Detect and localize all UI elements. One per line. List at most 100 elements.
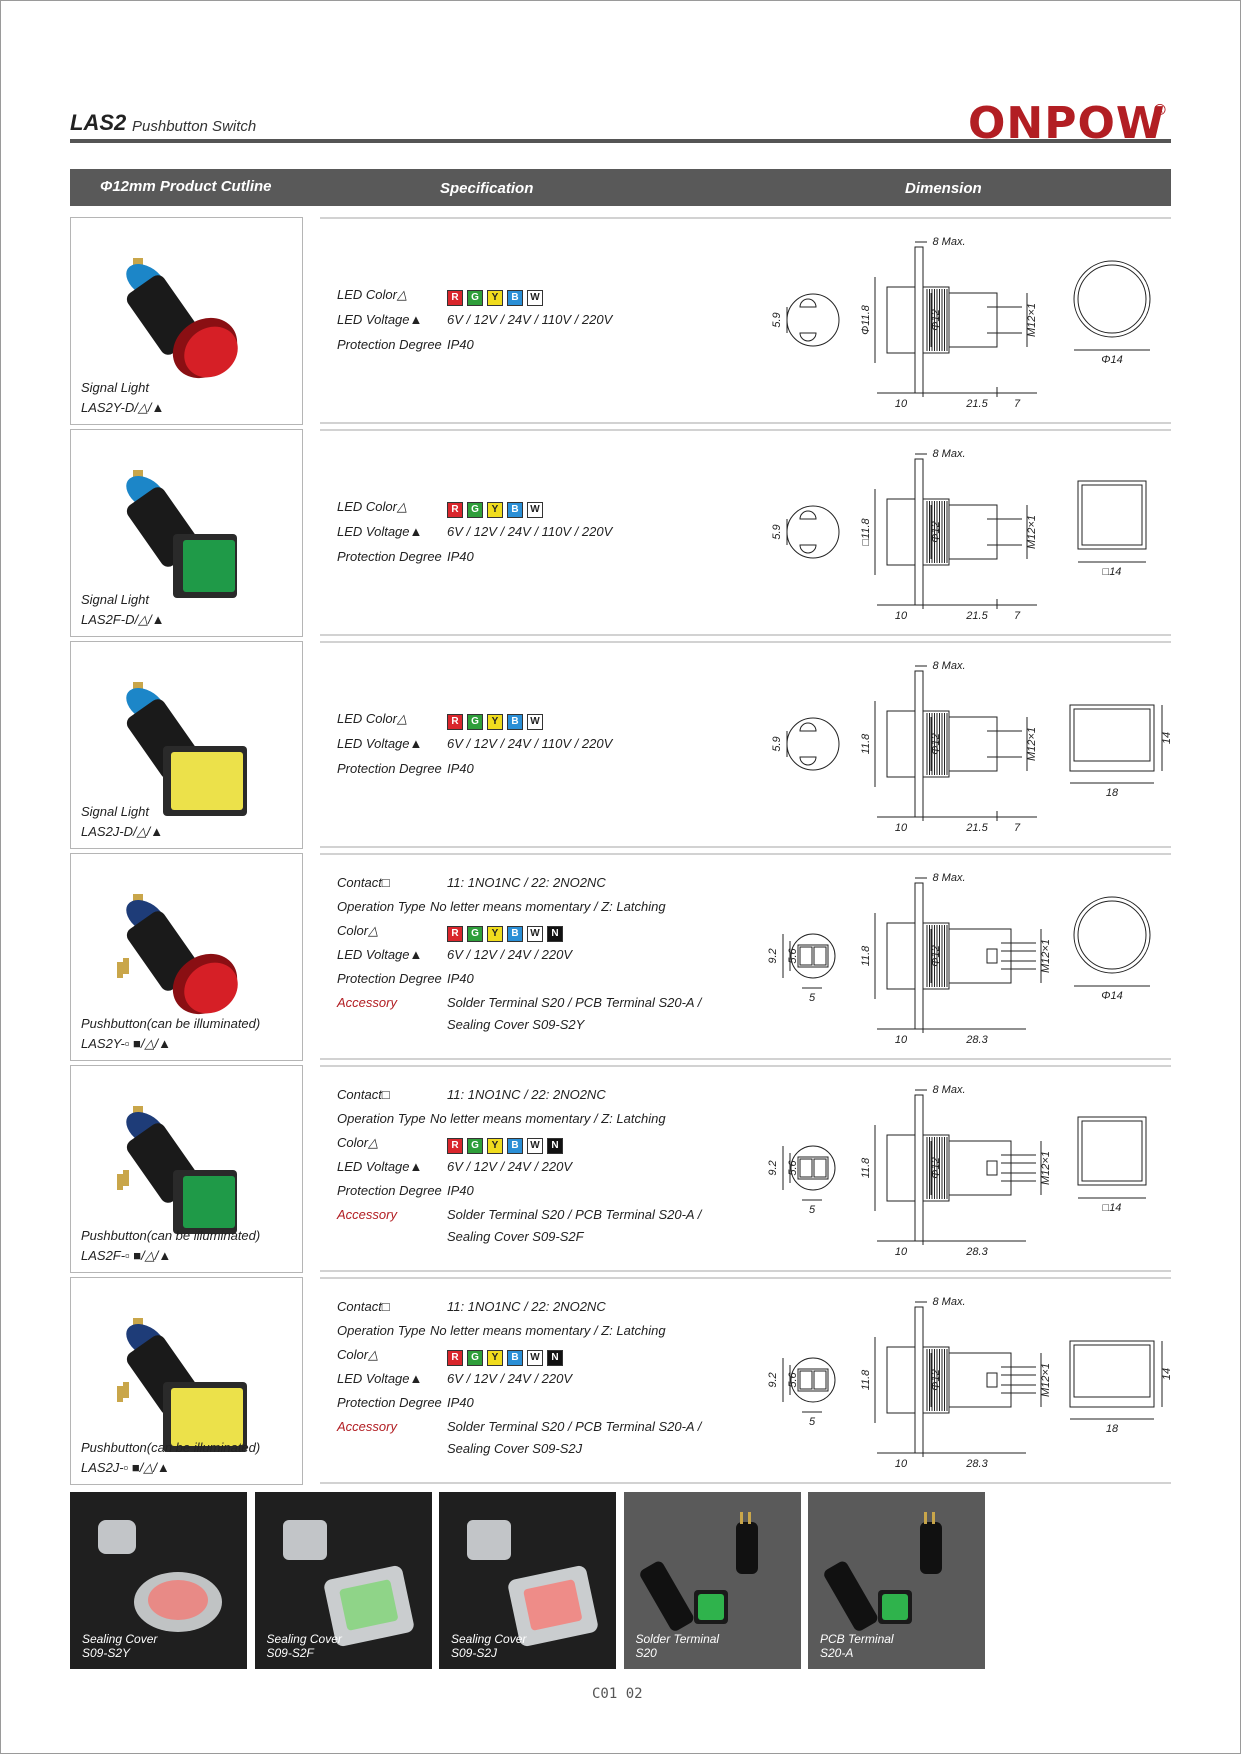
- svg-text:5.9: 5.9: [771, 736, 783, 751]
- svg-text:M12×1: M12×1: [1026, 727, 1038, 761]
- color-chip: Y: [487, 290, 503, 306]
- svg-text:9.2: 9.2: [767, 1372, 779, 1387]
- accessory-code: S09-S2Y: [82, 1646, 131, 1660]
- svg-text:M12×1: M12×1: [1026, 515, 1038, 549]
- product-model: LAS2J-D/△/▲: [81, 824, 164, 839]
- svg-text:Φ12: Φ12: [930, 309, 942, 330]
- svg-text:10: 10: [895, 1458, 908, 1470]
- color-chip: N: [547, 1350, 563, 1366]
- spec-value: 6V / 12V / 24V / 220V: [447, 1371, 573, 1386]
- product-model: LAS2Y-D/△/▲: [81, 400, 165, 415]
- svg-text:9.2: 9.2: [767, 1160, 779, 1175]
- spec-value-continued: Sealing Cover S09-S2J: [447, 1441, 583, 1456]
- spec-label: Contact□: [337, 1299, 390, 1314]
- svg-text:Φ12: Φ12: [930, 1369, 942, 1390]
- svg-text:8 Max.: 8 Max.: [932, 236, 965, 248]
- spec-label: LED Voltage▲: [337, 947, 423, 962]
- accessory-code: S09-S2F: [266, 1646, 314, 1660]
- spec-value: 11: 1NO1NC / 22: 2NO2NC: [447, 1299, 606, 1314]
- accessory-name: PCB Terminal: [820, 1632, 894, 1646]
- spec-label: Color△: [337, 923, 379, 938]
- color-chip: G: [467, 290, 483, 306]
- spec-value: No letter means momentary / Z: Latching: [430, 1111, 666, 1126]
- product-type: Pushbutton(can be illuminated): [81, 1228, 261, 1243]
- svg-text:8 Max.: 8 Max.: [932, 1084, 965, 1096]
- spec-label: Protection Degree: [337, 549, 442, 564]
- svg-text:21.5: 21.5: [965, 610, 988, 622]
- spec-label: Protection Degree: [337, 1183, 442, 1198]
- svg-text:10: 10: [895, 398, 908, 410]
- svg-text:10: 10: [895, 822, 908, 834]
- svg-text:18: 18: [1106, 787, 1119, 799]
- spec-label: Protection Degree: [337, 761, 442, 776]
- spec-label: Color△: [337, 1347, 379, 1362]
- svg-text:Φ12: Φ12: [930, 521, 942, 542]
- color-chip: B: [507, 290, 523, 306]
- svg-text:Φ14: Φ14: [1101, 354, 1122, 366]
- row-divider-top: [320, 1065, 1171, 1067]
- svg-text:11.8: 11.8: [860, 1157, 872, 1178]
- spec-label: LED Voltage▲: [337, 1159, 423, 1174]
- spec-label: LED Color△: [337, 499, 407, 514]
- color-chip: R: [447, 502, 463, 518]
- spec-value: 6V / 12V / 24V / 110V / 220V: [447, 312, 613, 327]
- svg-text:5.9: 5.9: [771, 312, 783, 327]
- accessory-code: S20-A: [820, 1646, 854, 1660]
- spec-value: 6V / 12V / 24V / 220V: [447, 1159, 573, 1174]
- row-divider-top: [320, 641, 1171, 643]
- spec-value: 6V / 12V / 24V / 110V / 220V: [447, 736, 613, 751]
- color-chip: Y: [487, 1138, 503, 1154]
- spec-label: LED Color△: [337, 287, 407, 302]
- accessory-name: Sealing Cover: [451, 1632, 527, 1646]
- color-chip: B: [507, 1350, 523, 1366]
- svg-text:5: 5: [809, 1416, 816, 1428]
- product-row: Pushbutton(can be illuminated)LAS2Y-▫ ■/…: [70, 853, 1171, 1061]
- spec-label: LED Voltage▲: [337, 1371, 423, 1386]
- product-photo: Pushbutton(can be illuminated) LAS2F-▫ ■/…: [70, 1065, 303, 1273]
- svg-text:14: 14: [1161, 732, 1171, 744]
- spec-label: Operation Type: [337, 899, 426, 914]
- column-header-bar: [70, 169, 1171, 206]
- spec-value: 11: 1NO1NC / 22: 2NO2NC: [447, 875, 606, 890]
- spec-label: Operation Type: [337, 1323, 426, 1338]
- svg-text:5: 5: [809, 1204, 816, 1216]
- svg-text:8 Max.: 8 Max.: [932, 872, 965, 884]
- product-model: LAS2F-D/△/▲: [81, 612, 165, 627]
- color-chip: B: [507, 714, 523, 730]
- product-model: LAS2F-▫ ■/△/▲: [81, 1248, 172, 1263]
- spec-label: LED Color△: [337, 711, 407, 726]
- color-chip: B: [507, 1138, 523, 1154]
- svg-text:10: 10: [895, 610, 908, 622]
- color-chip: Y: [487, 1350, 503, 1366]
- svg-text:Φ11.8: Φ11.8: [860, 304, 872, 335]
- color-chip: W: [527, 502, 543, 518]
- spec-label: Contact□: [337, 1087, 390, 1102]
- color-chip: B: [507, 926, 523, 942]
- spec-value: IP40: [447, 1183, 474, 1198]
- spec-label: LED Voltage▲: [337, 312, 423, 327]
- spec-value: No letter means momentary / Z: Latching: [430, 899, 666, 914]
- svg-text:7: 7: [1014, 610, 1021, 622]
- product-row: Pushbutton(can be illuminated) LAS2F-▫ ■/…: [70, 1065, 1171, 1273]
- color-chip: B: [507, 502, 523, 518]
- color-chip: G: [467, 714, 483, 730]
- spec-value: IP40: [447, 971, 474, 986]
- svg-text:5.6: 5.6: [787, 1159, 799, 1175]
- spec-label: Protection Degree: [337, 337, 442, 352]
- svg-text:8 Max.: 8 Max.: [932, 448, 965, 460]
- svg-text:Φ12: Φ12: [930, 733, 942, 754]
- svg-text:□11.8: □11.8: [860, 518, 872, 546]
- svg-text:18: 18: [1106, 1423, 1119, 1435]
- color-chip: W: [527, 1350, 543, 1366]
- color-chip: R: [447, 714, 463, 730]
